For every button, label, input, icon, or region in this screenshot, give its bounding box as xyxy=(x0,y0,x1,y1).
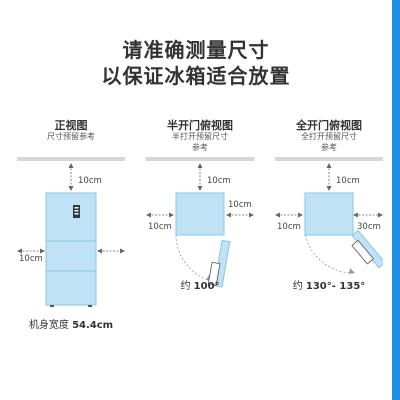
front-view-subtitle: 尺寸预留参考 xyxy=(47,132,95,141)
full-left-gap-label: 10cm xyxy=(277,222,301,232)
front-view-title: 正视图 xyxy=(54,119,88,132)
full-open-view-subtitle-2: 参考 xyxy=(321,143,337,152)
full-open-angle-caption: 约 130°- 135° xyxy=(275,277,383,292)
body-width-label: 机身宽度 xyxy=(28,320,69,331)
full-top-gap-label: 10cm xyxy=(336,176,360,186)
front-left-gap-label: 10cm xyxy=(19,254,43,264)
full-open-diagram: 10cm 10cm 30cm xyxy=(275,163,383,274)
half-open-view-subtitle-1: 半打开预留尺寸 xyxy=(172,132,228,141)
full-right-gap-label: 30cm xyxy=(357,222,381,232)
half-right-gap-label: 10cm xyxy=(228,200,252,210)
body-width-caption: 机身宽度 54.4cm xyxy=(17,316,125,331)
half-open-view-panel: 10cm 10cm 10cm xyxy=(146,157,254,311)
front-view-panel: 10cm 10cm xyxy=(17,157,125,311)
body-width-value: 54.4cm xyxy=(72,320,114,331)
half-open-view-title: 半开门俯视图 xyxy=(167,119,233,132)
half-top-gap-label: 10cm xyxy=(207,176,231,186)
half-open-angle-prefix: 约 xyxy=(180,281,191,292)
headline-line-1: 请准确测量尺寸 xyxy=(122,38,270,62)
half-left-gap-label: 10cm xyxy=(148,222,172,232)
half-open-diagram: 10cm 10cm 10cm xyxy=(146,163,254,288)
front-top-gap-label: 10cm xyxy=(78,176,102,186)
full-open-view-panel: 10cm 10cm 30cm xyxy=(275,157,383,311)
half-open-angle-value: 100° xyxy=(193,281,220,292)
fridge-top-body xyxy=(175,192,225,236)
headline-line-2: 以保证冰箱适合放置 xyxy=(101,64,291,88)
half-open-view-subtitle-2: 参考 xyxy=(192,143,208,152)
half-open-angle-caption: 约 100° xyxy=(146,277,254,292)
full-open-view-title: 全开门俯视图 xyxy=(296,119,362,132)
full-open-angle-value: 130°- 135° xyxy=(305,281,366,292)
fridge-front-body xyxy=(45,192,97,306)
fridge-top-body xyxy=(304,192,354,236)
full-open-view-subtitle-1: 全打开预留尺寸 xyxy=(301,132,357,141)
accent-sidebar-bar xyxy=(392,0,400,400)
front-view-diagram: 10cm 10cm xyxy=(17,163,125,307)
full-open-angle-prefix: 约 xyxy=(292,281,303,292)
